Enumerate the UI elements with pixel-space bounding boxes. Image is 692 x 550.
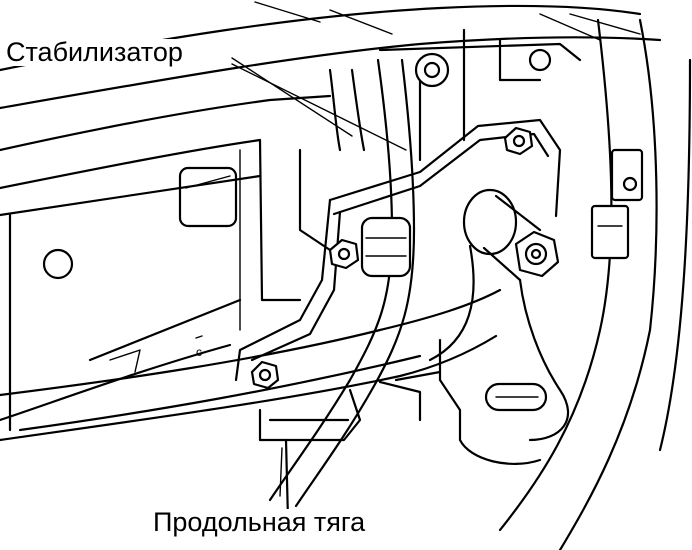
- stabilizer-leader-1: [231, 57, 353, 137]
- stabilizer-leader-2: [231, 63, 407, 151]
- stabilizer-bushing: [360, 216, 412, 278]
- trailing-arm-label: Продольная тяга: [151, 507, 368, 537]
- arm-bolt: [250, 360, 280, 390]
- subframe-member: c: [0, 94, 332, 432]
- bracket-bolt: [503, 126, 534, 156]
- panel-clip-lower: [590, 204, 630, 260]
- right-panel: [498, 18, 692, 550]
- panel-clip-upper: [610, 148, 644, 202]
- trailing-arm-leader: [279, 447, 283, 497]
- trailing-arm: [0, 288, 502, 522]
- knuckle-bolt: [514, 230, 560, 278]
- leader-lines: [231, 57, 407, 497]
- stabilizer-label: Стабилизатор: [4, 37, 185, 67]
- stabilizer-bar: [268, 58, 416, 508]
- upper-mount-bushing: [414, 52, 450, 88]
- frame-mark: c: [196, 345, 202, 359]
- frame-slot: [178, 166, 238, 228]
- link-bushing: [462, 188, 518, 256]
- knuckle-assembly: [378, 188, 570, 465]
- upper-bolt: [528, 48, 552, 72]
- frame-hole: [42, 248, 74, 280]
- bushing-bolt: [328, 238, 360, 270]
